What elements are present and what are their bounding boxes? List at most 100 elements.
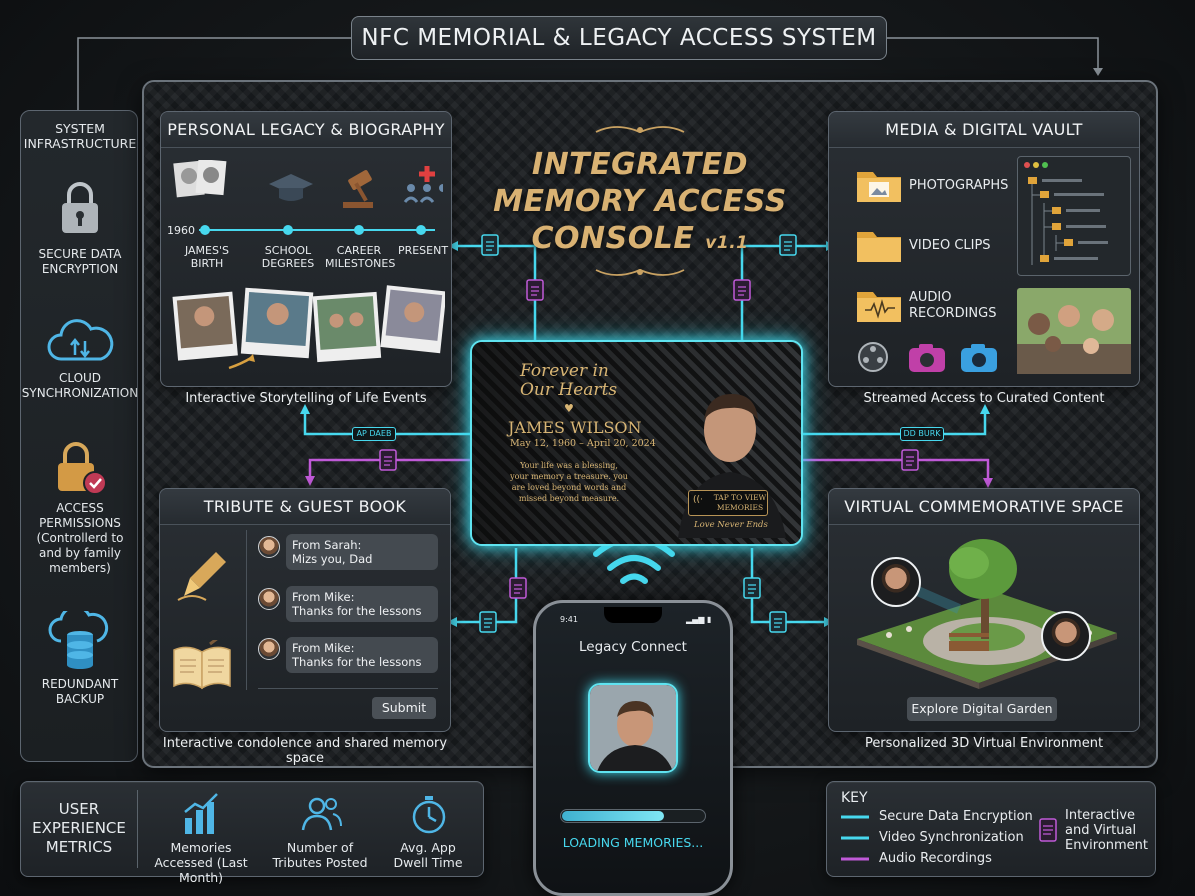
sidebar-item-secure-data-encryption: SECURE DATA ENCRYPTION: [38, 247, 122, 276]
loading-status: LOADING MEMORIES...: [562, 835, 704, 850]
console-title-line2: MEMORY ACCESS: [493, 184, 787, 219]
guestbook-message-3: From Mike: Thanks for the lessons: [286, 637, 438, 673]
connector-tag-left: AP DAEB: [352, 427, 396, 441]
photographs-folder-icon[interactable]: [855, 164, 903, 204]
milestone-icons: [173, 160, 443, 208]
file-tree-window[interactable]: [1017, 156, 1131, 276]
metrics-title: USER EXPERIENCE METRICS: [32, 800, 126, 856]
key-secure-data-encryption: Secure Data Encryption: [879, 809, 1033, 824]
metrics-panel: USER EXPERIENCE METRICS Memories Accesse…: [20, 781, 484, 885]
metric-tributes-posted: Number of Tributes Posted: [272, 840, 368, 870]
plaque-footer: Love Never Ends: [694, 520, 768, 530]
virtual-title: VIRTUAL COMMEMORATIVE SPACE: [829, 489, 1139, 525]
app-title: Legacy Connect: [579, 639, 687, 655]
key-video-synchronization: Video Synchronization: [879, 830, 1024, 845]
photo-collage[interactable]: [171, 284, 445, 376]
audio-recordings-folder-icon[interactable]: [855, 284, 903, 324]
visitor-avatar-right: [1041, 611, 1091, 661]
message-3-from: From Mike:: [292, 641, 355, 655]
message-2-text: Thanks for the lessons: [292, 604, 422, 618]
profile-photo[interactable]: [588, 683, 678, 773]
tap-label: TAP TO VIEW MEMORIES: [713, 493, 767, 512]
key-title: KEY: [841, 790, 868, 806]
console-title: INTEGRATED MEMORY ACCESS CONSOLE v1.1: [490, 146, 790, 262]
connector-tag-right: DD BURK: [900, 427, 944, 441]
users-icon: [301, 797, 342, 831]
document-key-icon: [1039, 818, 1057, 842]
submit-button[interactable]: Submit: [372, 697, 436, 719]
family-photo[interactable]: [1017, 288, 1131, 374]
loading-progress-bar: [560, 809, 706, 823]
document-badges: [379, 234, 919, 633]
loading-progress-fill: [562, 811, 664, 821]
sidebar-item-access-permissions: ACCESS PERMISSIONS: [39, 501, 121, 530]
access-permissions-note: (Controllerd to and by family members): [36, 531, 124, 575]
sidebar-item-redundant-backup: REDUNDANT BACKUP: [41, 677, 119, 706]
folder-audio-recordings-label: AUDIO RECORDINGS: [909, 290, 997, 321]
guestbook-title: TRIBUTE & GUEST BOOK: [160, 489, 450, 525]
biography-title: PERSONAL LEGACY & BIOGRAPHY: [161, 112, 451, 148]
nfc-small-icon: ((·: [693, 495, 703, 505]
sidebar-item-cloud-synchronization: CLOUD SYNCHRONIZATION: [21, 371, 139, 400]
virtual-space-panel: VIRTUAL COMMEMORATIVE SPACE Explore Digi…: [828, 488, 1140, 732]
timeline-year-start: 1960: [167, 224, 195, 237]
cloud-database-icon: [48, 611, 109, 669]
milestone-present: PRESENT: [397, 244, 449, 257]
diagram-title: NFC MEMORIAL & LEGACY ACCESS SYSTEM: [351, 16, 887, 60]
avatar-mike-1: [258, 588, 280, 610]
status-icons: ▂▄▆ ▮: [686, 615, 712, 624]
smartphone: 9:41 ▂▄▆ ▮ Legacy Connect LOADING MEMORI…: [533, 600, 733, 896]
system-infrastructure-sidebar: SYSTEM INFRASTRUCTURE SECURE DATA ENCRYP…: [20, 110, 138, 762]
biography-panel: PERSONAL LEGACY & BIOGRAPHY 1960 JAMES'S…: [160, 111, 452, 387]
fountain-pen-icon: [177, 552, 226, 601]
virtual-caption: Personalized 3D Virtual Environment: [864, 736, 1104, 751]
video-clips-folder-icon[interactable]: [855, 224, 903, 264]
message-3-text: Thanks for the lessons: [292, 655, 422, 669]
vault-title: MEDIA & DIGITAL VAULT: [829, 112, 1139, 148]
message-1-from: From Sarah:: [292, 538, 362, 552]
avatar-sarah: [258, 536, 280, 558]
guestbook-caption: Interactive condolence and shared memory…: [162, 736, 448, 766]
metric-dwell-time: Avg. App Dwell Time: [393, 840, 463, 870]
console-title-line1: INTEGRATED: [531, 147, 749, 182]
lock-check-icon: [58, 442, 107, 495]
sidebar-heading: SYSTEM INFRASTRUCTURE: [23, 121, 137, 151]
digital-garden-scene[interactable]: [849, 529, 1125, 689]
metric-memories-accessed: Memories Accessed (Last Month): [154, 840, 248, 885]
nfc-memorial-plaque[interactable]: Forever in Our Hearts ♥ JAMES WILSON May…: [470, 340, 803, 546]
message-2-from: From Mike:: [292, 590, 355, 604]
timeline: [199, 225, 435, 235]
ornament-bottom-icon: [595, 269, 685, 276]
plaque-name: JAMES WILSON: [508, 418, 642, 437]
explore-digital-garden-button[interactable]: Explore Digital Garden: [907, 697, 1057, 721]
stopwatch-icon: [412, 796, 446, 834]
plaque-dates: May 12, 1960 – April 20, 2024: [510, 438, 656, 449]
vault-caption: Streamed Access to Curated Content: [863, 391, 1105, 406]
tap-to-view-button[interactable]: ((· TAP TO VIEW MEMORIES: [688, 490, 768, 516]
milestone-birth: JAMES'S BIRTH: [184, 244, 229, 270]
key-audio-recordings: Audio Recordings: [879, 851, 992, 866]
padlock-icon: [62, 182, 98, 233]
key-interactive-virtual: Interactive and Virtual Environment: [1065, 808, 1149, 853]
media-vault-panel: MEDIA & DIGITAL VAULT PHOTOGRAPHS VIDEO …: [828, 111, 1140, 387]
cloud-sync-icon: [47, 319, 114, 361]
plaque-epitaph: Your life was a blessing, your memory a …: [510, 461, 628, 503]
avatar-mike-2: [258, 638, 280, 660]
folder-photographs-label: PHOTOGRAPHS: [909, 178, 1009, 193]
milestone-career: CAREER MILESTONES: [325, 244, 396, 270]
message-1-text: Mizs you, Dad: [292, 552, 373, 566]
phone-notch: [604, 607, 662, 623]
ornament-top-icon: [595, 126, 685, 133]
open-book-icon: [173, 640, 231, 690]
key-line-swatches: [841, 815, 869, 861]
console-version: v1.1: [705, 233, 749, 253]
visitor-avatar-left: [871, 557, 921, 607]
milestone-school: SCHOOL DEGREES: [261, 244, 315, 270]
bar-chart-icon: [184, 793, 218, 834]
folder-video-clips-label: VIDEO CLIPS: [909, 238, 991, 253]
guestbook-message-1: From Sarah: Mizs you, Dad: [286, 534, 438, 570]
media-type-icons: [858, 342, 997, 372]
key-panel: KEY Secure Data Encryption Video Synchro…: [826, 781, 1156, 877]
